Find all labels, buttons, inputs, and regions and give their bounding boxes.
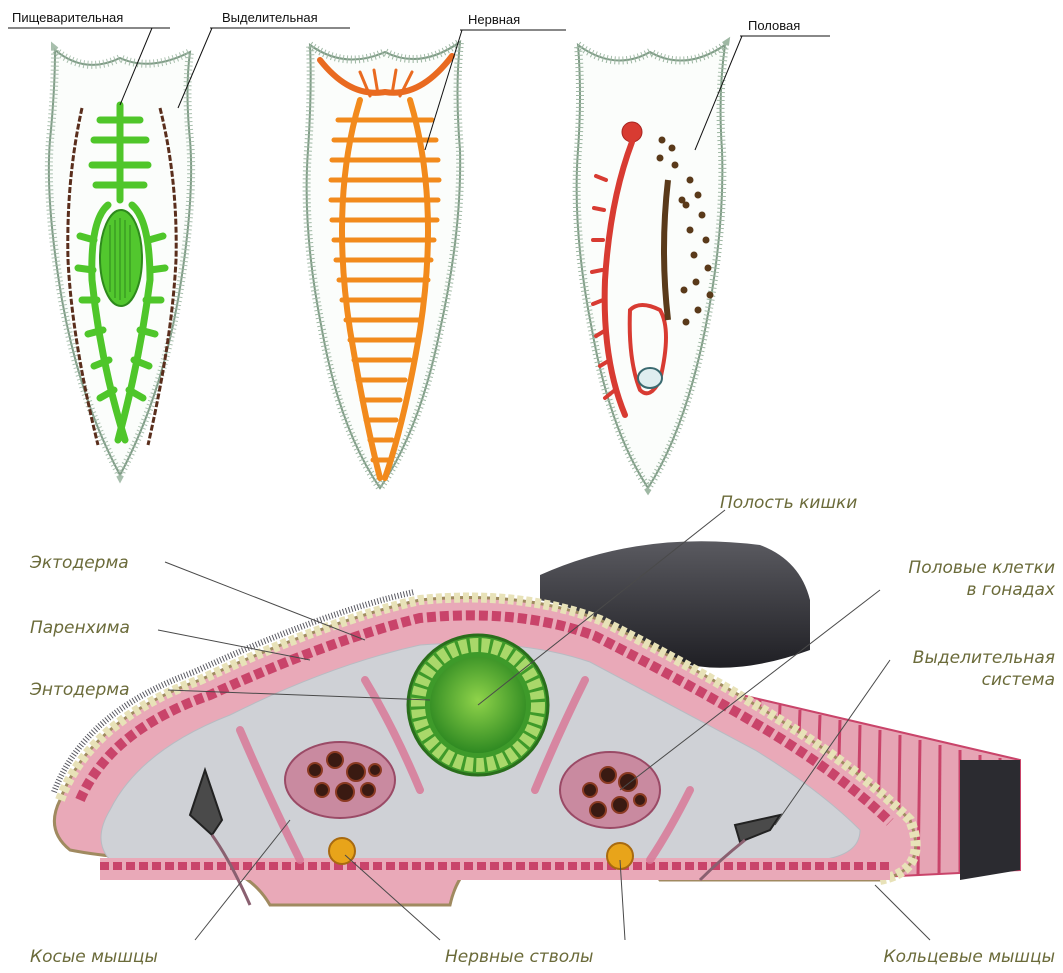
genital-atrium <box>638 368 662 388</box>
label-endoderm: Энтодерма <box>29 680 130 700</box>
gonad-left <box>285 742 395 818</box>
label-excretory-line1: Выделительная <box>913 648 1055 668</box>
label-nervous: Нервная <box>468 12 520 27</box>
label-ring-muscles: Кольцевые мышцы <box>884 947 1056 967</box>
label-germ-cells-line2: в гонадах <box>966 580 1055 600</box>
label-ectoderm: Эктодерма <box>29 553 129 573</box>
label-reproductive: Половая <box>748 18 800 33</box>
pharynx <box>100 210 142 306</box>
right-fur <box>960 760 1020 880</box>
worm-body-outline <box>577 45 725 488</box>
label-digestive: Пищеварительная <box>12 10 123 25</box>
label-oblique-muscles: Косые мышцы <box>30 947 158 967</box>
worm-digestive-excretory <box>49 50 191 475</box>
cross-section <box>54 541 1020 905</box>
label-nerve-trunks: Нервные стволы <box>445 947 593 967</box>
worm-nervous <box>307 42 461 488</box>
worm-reproductive <box>577 45 725 488</box>
gonad-right <box>560 752 660 828</box>
label-parenchyma: Паренхима <box>30 618 130 638</box>
label-gut-cavity: Полость кишки <box>720 493 857 513</box>
label-excretory-line2: система <box>982 670 1055 690</box>
label-germ-cells-line1: Половые клетки <box>908 558 1055 578</box>
label-excretory: Выделительная <box>222 10 318 25</box>
